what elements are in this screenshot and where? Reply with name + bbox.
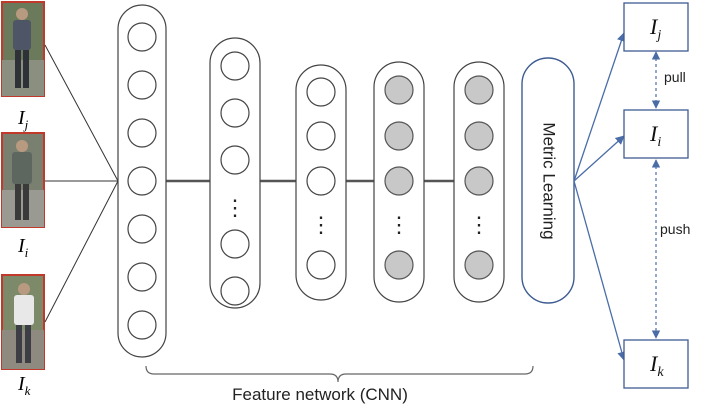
neuron: [127, 310, 157, 340]
neuron: [220, 276, 250, 306]
neuron: [306, 250, 336, 280]
cnn-layer-4: ⋮: [373, 61, 425, 303]
output-label-j: Ij: [649, 14, 661, 43]
photo-j-connector: [44, 44, 119, 182]
neuron: [220, 98, 250, 128]
output-label-k: Ik: [649, 351, 664, 380]
input-label-j: Ij: [17, 107, 29, 132]
arrow-to-output-j: [573, 32, 626, 182]
neuron: [127, 70, 157, 100]
neuron-filled: [464, 121, 494, 151]
metric-learning-label: Metric Learning: [540, 122, 559, 239]
input-photo-k: [1, 274, 45, 370]
neuron-filled: [464, 166, 494, 196]
neuron: [220, 51, 250, 81]
ellipsis: ⋮: [310, 212, 332, 237]
input-photo-i: [1, 132, 45, 228]
ellipsis: ⋮: [224, 195, 246, 220]
output-box-k: Ik: [623, 339, 689, 389]
input-label-k: Ik: [17, 373, 31, 398]
photo-k-connector: [44, 180, 119, 323]
output-label-i: Ii: [649, 121, 661, 150]
cnn-layer-3: ⋮: [295, 64, 347, 301]
arrow-to-output-i: [573, 135, 625, 182]
neuron-filled: [384, 121, 414, 151]
arrow-to-output-k: [573, 180, 627, 361]
neuron-filled: [464, 250, 494, 280]
neuron-filled: [384, 250, 414, 280]
neuron-filled: [384, 166, 414, 196]
pull-label: pull: [664, 69, 686, 85]
ellipsis: ⋮: [388, 212, 410, 237]
neuron: [127, 22, 157, 52]
ellipsis: ⋮: [468, 212, 490, 237]
neuron: [127, 166, 157, 196]
neuron-filled: [384, 75, 414, 105]
cnn-layer-5: ⋮: [453, 61, 505, 303]
neuron: [306, 166, 336, 196]
neuron: [220, 229, 250, 259]
neuron-filled: [464, 75, 494, 105]
neuron: [127, 118, 157, 148]
cnn-layer-1: [117, 4, 167, 358]
neuron: [306, 77, 336, 107]
output-box-j: Ij: [623, 2, 689, 52]
network-caption: Feature network (CNN): [232, 385, 408, 404]
input-label-i: Ii: [17, 235, 29, 260]
neuron: [127, 214, 157, 244]
network-brace: [145, 365, 534, 383]
neuron: [127, 262, 157, 292]
neuron: [220, 145, 250, 175]
cnn-layer-2: ⋮: [209, 37, 261, 309]
neuron: [306, 121, 336, 151]
push-label: push: [660, 221, 690, 237]
input-photo-j: [1, 1, 45, 97]
output-box-i: Ii: [623, 109, 689, 159]
